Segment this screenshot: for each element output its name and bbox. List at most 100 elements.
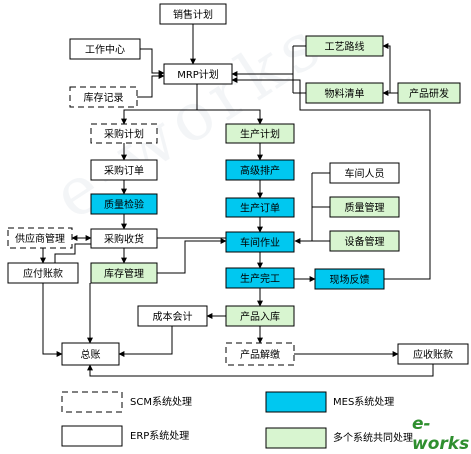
node-label: 设备管理 [345, 235, 385, 248]
edge-mrp-purchaseplan [121, 84, 198, 125]
edge-receivable-ledger [87, 364, 434, 377]
node-box [225, 267, 295, 289]
legend-swatch [265, 391, 327, 413]
node-box [137, 305, 208, 327]
edge-dev-route [382, 43, 398, 94]
node-label: 应付账款 [23, 267, 63, 280]
edge-receive-payable [54, 243, 91, 263]
node-box [61, 342, 120, 366]
edge-inventory-mrp [137, 73, 165, 98]
node-label: 高级排产 [240, 164, 280, 177]
node-label: 总账 [81, 348, 101, 361]
edge-feedback-mrp [231, 77, 431, 280]
legend-swatch [61, 391, 123, 413]
node-purchase-plan: 采购计划 [90, 123, 158, 144]
node-box [305, 82, 384, 104]
node-mrp-plan: MRP计划 [163, 63, 233, 85]
edge-workcenter-mrp [140, 48, 165, 76]
node-label: 物料清单 [325, 87, 365, 100]
node-label: 库存记录 [84, 91, 124, 104]
node-box [69, 38, 141, 60]
node-box [397, 343, 469, 365]
node-box [90, 123, 158, 144]
node-product-release: 产品解缴 [225, 342, 295, 366]
node-label: 采购订单 [104, 164, 144, 177]
node-box [225, 342, 295, 366]
node-box [159, 3, 227, 25]
node-label: 成本会计 [153, 310, 193, 323]
node-product-storage: 产品入库 [225, 305, 295, 327]
node-box [90, 193, 158, 215]
node-label: 应收账款 [413, 348, 453, 361]
node-label: MRP计划 [177, 68, 219, 81]
node-box [90, 159, 158, 181]
edge-payable-ledger [42, 283, 63, 357]
node-bom: 物料清单 [305, 82, 384, 104]
node-label: 质量管理 [345, 201, 385, 214]
node-label: 生产订单 [240, 202, 280, 215]
edge-inventory-workshop [157, 238, 227, 274]
node-site-feedback: 现场反馈 [314, 268, 385, 290]
node-box [7, 227, 73, 249]
node-production-order: 生产订单 [225, 197, 295, 218]
legend-label: SCM系统处理 [130, 395, 192, 408]
node-box [225, 159, 295, 181]
node-box [90, 262, 158, 284]
node-box [305, 35, 384, 57]
node-sales-plan: 销售计划 [159, 3, 227, 25]
node-box [225, 197, 295, 218]
node-purchase-receive: 采购收货 [90, 228, 158, 249]
node-label: 产品解缴 [240, 348, 280, 361]
node-supplier-mgmt: 供应商管理 [7, 227, 73, 249]
node-box [69, 86, 138, 108]
node-accounts-receivable: 应收账款 [397, 343, 469, 365]
node-label: 质量检验 [104, 198, 144, 211]
node-inventory-record: 库存记录 [69, 86, 138, 108]
node-label: 库存管理 [104, 267, 144, 280]
node-box [225, 305, 295, 327]
node-label: 销售计划 [173, 8, 213, 21]
node-box [163, 63, 233, 85]
node-quality-mgmt: 质量管理 [329, 196, 400, 218]
edge-mrp-productionplan [197, 109, 263, 125]
node-box [329, 196, 400, 218]
legend-scm: SCM系统处理 [61, 391, 192, 413]
legend-swatch [61, 425, 123, 447]
node-process-route: 工艺路线 [305, 35, 384, 57]
node-production-plan: 生产计划 [225, 123, 295, 144]
legend-mes: MES系统处理 [265, 391, 394, 413]
node-label: 工作中心 [85, 43, 125, 56]
node-label: 供应商管理 [15, 232, 65, 245]
node-label: 采购收货 [104, 233, 144, 246]
node-purchase-order: 采购订单 [90, 159, 158, 181]
node-equipment-mgmt: 设备管理 [329, 230, 400, 252]
legend-label: 多个系统共同处理 [333, 431, 413, 444]
node-label: 现场反馈 [330, 273, 370, 286]
connectors [40, 24, 434, 377]
node-box [7, 262, 79, 284]
node-box [329, 230, 400, 252]
node-label: 生产完工 [240, 272, 280, 285]
node-product-dev: 产品研发 [397, 82, 461, 104]
node-box [90, 228, 158, 249]
node-workshop-operation: 车间作业 [225, 231, 295, 253]
node-box [225, 123, 295, 144]
node-label: 工艺路线 [325, 40, 365, 53]
legend-erp: ERP系统处理 [61, 425, 189, 447]
node-advanced-scheduling: 高级排产 [225, 159, 295, 181]
node-cost-accounting: 成本会计 [137, 305, 208, 327]
node-box [225, 231, 295, 253]
node-label: 车间人员 [345, 167, 385, 180]
node-label: 产品研发 [409, 87, 449, 100]
legend-shared: 多个系统共同处理 [265, 427, 413, 449]
node-label: 生产计划 [240, 128, 280, 141]
node-label: 采购计划 [104, 128, 144, 141]
node-box [397, 82, 461, 104]
node-general-ledger: 总账 [61, 342, 120, 366]
node-label: 产品入库 [240, 310, 280, 323]
legend-swatch [265, 427, 327, 449]
node-box [314, 268, 385, 290]
node-work-center: 工作中心 [69, 38, 141, 60]
legend-label: MES系统处理 [333, 395, 394, 408]
